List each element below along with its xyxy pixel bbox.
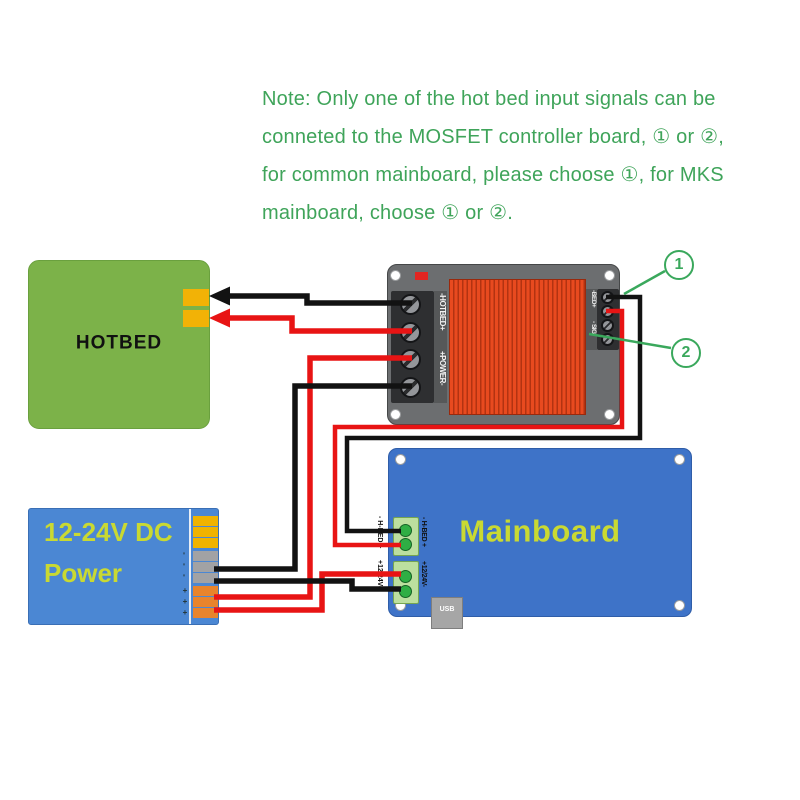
note-line-3: for common mainboard, please choose ①, f…	[262, 164, 724, 186]
hotbed-wire-red	[228, 315, 412, 334]
power-wire-black	[214, 383, 412, 572]
heatsink	[449, 279, 586, 415]
psu-label-line2: Power	[44, 558, 123, 588]
screw-hole	[674, 454, 685, 465]
hotbed-wire-black	[228, 293, 412, 306]
usb-label: USB	[439, 606, 455, 613]
power-label-inner: +12/24V-	[420, 561, 427, 587]
hotbed-wire-red-arrow	[209, 308, 230, 328]
power-wire-red	[214, 355, 412, 600]
psu-terminal-positive	[193, 608, 218, 618]
minus-mark: -	[180, 563, 189, 566]
plus-mark: +	[182, 608, 188, 617]
callout-2-number: 2	[681, 344, 691, 361]
hotbed-terminal-label: -HOTBED+	[438, 293, 447, 331]
psu-terminal-yellow	[193, 538, 218, 548]
minus-mark: -	[180, 574, 189, 577]
hotbed-terminal-negative	[183, 289, 209, 306]
hotbed-board: HOTBED	[28, 260, 210, 429]
screw-hole	[674, 600, 685, 611]
mainboard-label: Mainboard	[459, 513, 621, 549]
minus-mark: -	[180, 552, 189, 555]
power-led-icon	[415, 272, 428, 280]
callout-1-badge: 1	[664, 250, 694, 280]
signal-wire-red	[332, 308, 625, 548]
screw-hole	[604, 270, 615, 281]
psu-terminal-yellow	[193, 527, 218, 537]
power-supply: 12-24V DC Power - - - + + +	[28, 508, 219, 625]
psu-terminal-divider	[189, 509, 191, 624]
psu-terminal-negative	[193, 551, 218, 561]
note-line-4: mainboard, choose ① or ②.	[262, 202, 513, 224]
signal-wire-black	[344, 294, 643, 534]
psu-terminal-positive	[193, 586, 218, 596]
signal-terminal-labels: -BED+ - SIG	[586, 289, 597, 350]
mainboard: Mainboard - H-BED + +12/24V- USB	[388, 448, 692, 629]
note-line-1: Note: Only one of the hot bed input sign…	[262, 88, 716, 110]
screw-hole	[604, 409, 615, 420]
sig-label: - SIG	[590, 321, 597, 334]
callout-2-badge: 2	[671, 338, 701, 368]
screw-hole	[390, 270, 401, 281]
power-terminal-label: +POWER-	[438, 351, 447, 386]
screw-hole	[395, 454, 406, 465]
hotbed-label: HOTBED	[75, 332, 163, 354]
note-line-2: conneted to the MOSFET controller board,…	[262, 126, 724, 148]
sig-screw	[601, 319, 614, 332]
psu-terminal-positive	[193, 597, 218, 607]
psu-terminal-negative	[193, 562, 218, 572]
hbed-label-inner: - H-BED +	[420, 517, 427, 547]
mainboard-power-wire-black	[214, 578, 401, 592]
bed-signal-label: -BED+	[590, 290, 597, 308]
psu-terminal-yellow	[193, 516, 218, 526]
mainboard-power-wire-red	[214, 571, 401, 613]
psu-label-line1: 12-24V DC	[44, 517, 173, 547]
power-in-connector	[393, 561, 419, 604]
callout-2-line	[588, 332, 672, 350]
callout-1-line	[623, 269, 666, 296]
hotbed-wire-black-arrow	[209, 286, 230, 306]
hotbed-terminal-positive	[183, 310, 209, 327]
psu-terminal-negative	[193, 573, 218, 583]
plus-mark: +	[182, 597, 188, 606]
hbed-connector	[393, 517, 419, 556]
output-terminal-labels: -HOTBED+ +POWER-	[434, 291, 447, 403]
screw-hole	[390, 409, 401, 420]
usb-port: USB	[431, 597, 463, 629]
callout-1-number: 1	[674, 256, 684, 273]
plus-mark: +	[182, 586, 188, 595]
note-text: Note: Only one of the hot bed input sign…	[262, 80, 792, 232]
